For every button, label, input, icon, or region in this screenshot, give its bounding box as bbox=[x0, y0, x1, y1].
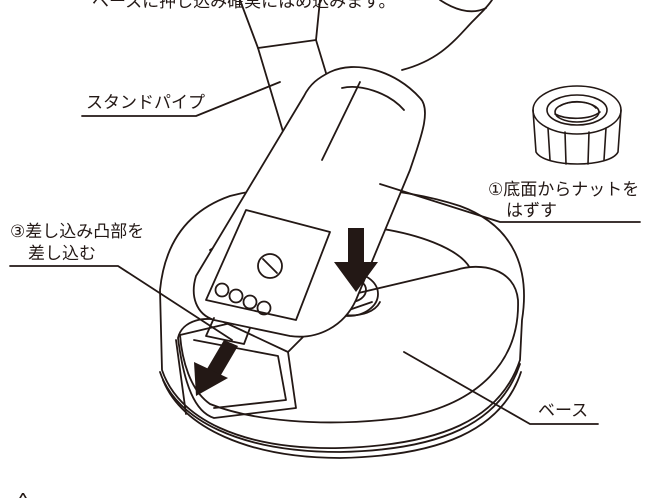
slot-frame bbox=[177, 318, 297, 419]
label-stand-pipe: スタンドパイプ bbox=[86, 93, 205, 113]
label-remove-nut-line1: ①底面からナットを bbox=[488, 180, 640, 200]
arrow-head-diag bbox=[194, 362, 228, 396]
arm-screw bbox=[257, 253, 283, 279]
button-2 bbox=[228, 288, 244, 304]
arrow-shaft-down bbox=[348, 228, 364, 266]
button-1 bbox=[214, 282, 230, 298]
base-front-plate bbox=[179, 266, 519, 424]
nut bbox=[532, 85, 622, 165]
cord-loop bbox=[439, 0, 487, 13]
label-insert-line1: ③差し込み凸部を bbox=[10, 222, 145, 242]
leader-base bbox=[403, 351, 599, 425]
button-4 bbox=[256, 300, 272, 316]
arrow-shaft-diag bbox=[204, 340, 238, 380]
pipe-upper-left bbox=[239, 0, 259, 49]
arm-panel bbox=[205, 209, 331, 321]
warning-icon bbox=[16, 488, 30, 498]
insert-tab bbox=[205, 317, 251, 345]
label-base: ベース bbox=[538, 401, 589, 421]
arrow-head-down bbox=[334, 262, 378, 292]
leader-nut bbox=[379, 183, 641, 223]
base-bottom-rim bbox=[159, 363, 521, 453]
base-bottom-rim2 bbox=[162, 371, 522, 459]
top-instruction: ベースに押し込み確実にはめ込みます。 bbox=[92, 0, 396, 12]
leader-insert bbox=[9, 265, 233, 341]
power-cord bbox=[401, 0, 493, 71]
arm-inner-edge bbox=[341, 86, 405, 111]
plate-edge bbox=[175, 339, 187, 415]
button-3 bbox=[242, 294, 258, 310]
label-insert-line2: 差し込む bbox=[28, 244, 96, 264]
label-remove-nut-line2: はずす bbox=[506, 201, 557, 221]
pipe-upper-right bbox=[315, 0, 321, 41]
leader-stand-pipe bbox=[81, 81, 281, 117]
